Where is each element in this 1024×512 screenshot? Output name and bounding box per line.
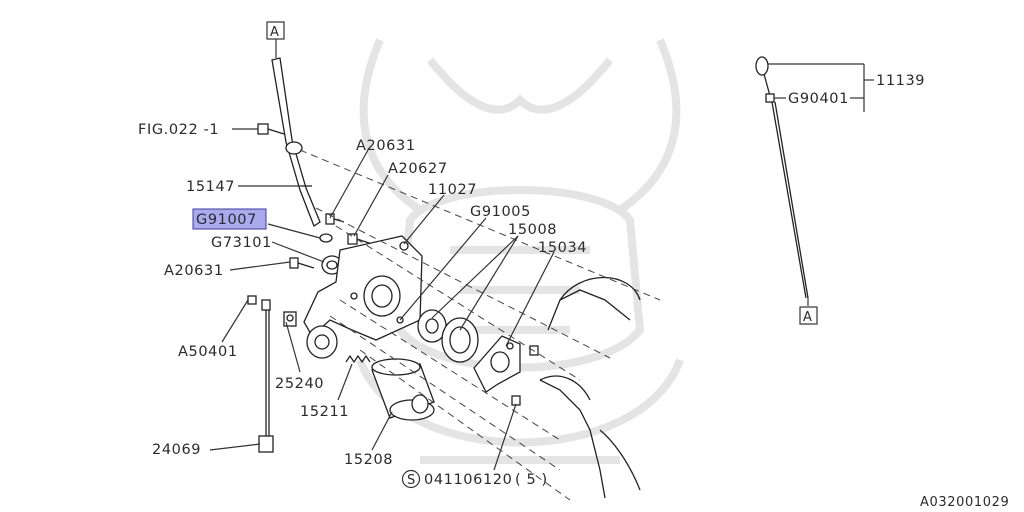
label-11027[interactable]: 11027 — [428, 182, 477, 198]
dipstick-leaders — [768, 63, 874, 306]
label-15034[interactable]: 15034 — [538, 240, 587, 256]
ref-marker-top: A — [266, 21, 285, 40]
relief-spring — [345, 354, 371, 364]
svg-text:S: S — [407, 473, 416, 488]
ref-marker-right-text: A — [803, 310, 813, 325]
s-circle-icon — [401, 469, 421, 489]
highlight-box — [192, 208, 267, 230]
bolt-a20631-left — [289, 257, 315, 269]
dipstick-tube — [271, 57, 321, 227]
sensor-harness — [247, 295, 274, 453]
label-g73101[interactable]: G73101 — [211, 235, 272, 251]
outer-rotor — [441, 317, 479, 363]
ref-marker-top-text: A — [270, 25, 280, 40]
label-a20631-left[interactable]: A20631 — [164, 263, 224, 279]
label-bolt-code: 041106120 — [424, 472, 512, 488]
label-15211[interactable]: 15211 — [300, 404, 349, 420]
o-ring-g91007 — [319, 233, 333, 243]
label-g91005[interactable]: G91005 — [470, 204, 531, 220]
label-a20631-top[interactable]: A20631 — [356, 138, 416, 154]
label-g91007[interactable]: G91007 — [196, 212, 257, 228]
label-fig[interactable]: FIG.022 -1 — [138, 122, 219, 138]
label-g90401[interactable]: G90401 — [788, 91, 849, 107]
dipstick — [755, 56, 809, 299]
label-15147[interactable]: 15147 — [186, 179, 235, 195]
engine-block — [539, 277, 641, 499]
leader-lines — [209, 128, 555, 471]
diagram-code: A032001029 — [920, 495, 1009, 510]
label-a20627[interactable]: A20627 — [388, 161, 448, 177]
bolt-a20631-top — [325, 213, 345, 225]
bolt-callout[interactable]: S 041106120 ( 5 ) — [401, 469, 548, 489]
fig-bolt — [257, 123, 285, 135]
label-11139[interactable]: 11139 — [876, 73, 925, 89]
oil-filter — [371, 358, 435, 421]
label-25240[interactable]: 25240 — [275, 376, 324, 392]
label-a50401[interactable]: A50401 — [178, 344, 238, 360]
inner-rotor — [417, 309, 447, 343]
label-15008[interactable]: 15008 — [508, 222, 557, 238]
ref-marker-right: A — [799, 306, 818, 325]
pump-cover — [473, 335, 521, 393]
label-bolt-qty: ( 5 ) — [515, 472, 548, 488]
label-24069[interactable]: 24069 — [152, 442, 201, 458]
pressure-switch — [283, 311, 297, 327]
label-15208[interactable]: 15208 — [344, 452, 393, 468]
